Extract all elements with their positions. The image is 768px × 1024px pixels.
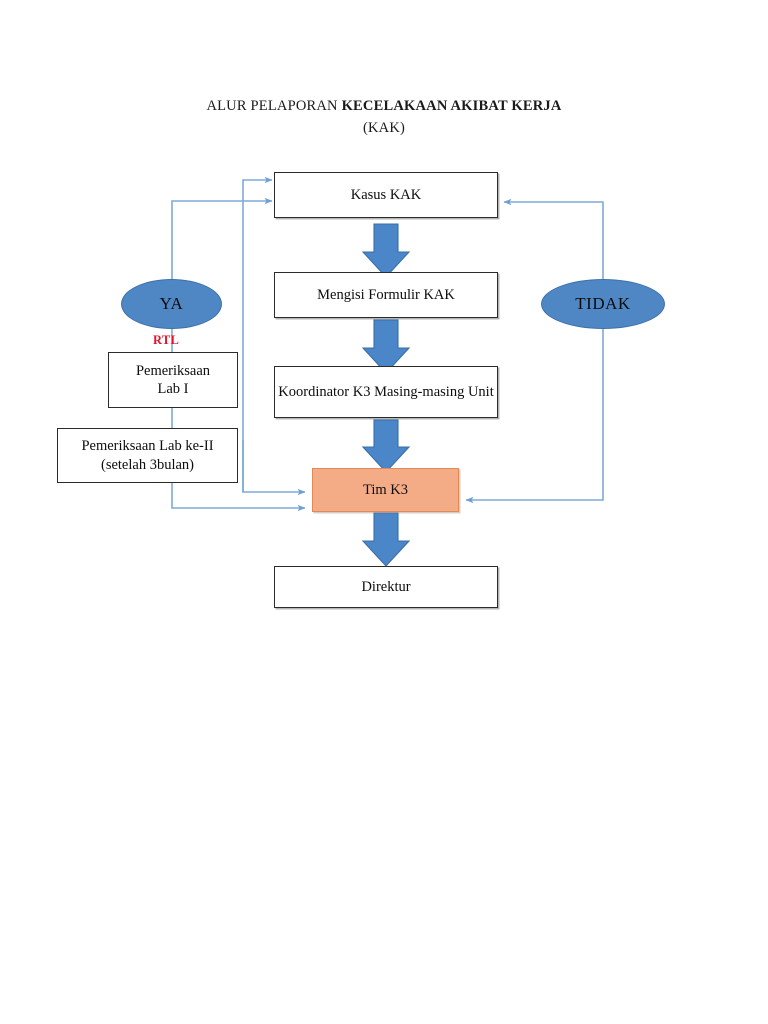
page-title-emphasis: KECELAKAAN AKIBAT KERJA: [341, 98, 562, 114]
node-pemeriksaan-lab-2-line-1: Pemeriksaan Lab ke-II: [81, 438, 214, 455]
page-subtitle: (KAK): [362, 120, 406, 136]
node-ya-decision[interactable]: YA: [121, 279, 222, 329]
node-koordinator-k3[interactable]: Koordinator K3 Masing-masing Unit: [274, 366, 498, 418]
block-arrow-timk3-to-direktur: [361, 512, 411, 567]
node-tim-k3[interactable]: Tim K3: [312, 468, 459, 512]
node-tidak-label: TIDAK: [575, 294, 631, 314]
node-kasus-kak[interactable]: Kasus KAK: [274, 172, 498, 218]
node-direktur[interactable]: Direktur: [274, 566, 498, 608]
node-pemeriksaan-lab-2-line-2: (setelah 3bulan): [100, 456, 194, 473]
page-title: ALUR PELAPORAN KECELAKAAN AKIBAT KERJA: [0, 98, 768, 115]
node-mengisi-formulir-kak-label: Mengisi Formulir KAK: [317, 286, 455, 303]
node-pemeriksaan-lab-1-line-2: Lab I: [157, 381, 189, 397]
connector-tidak-to-kasus: [503, 198, 604, 281]
connector-lab2-to-timk3: [171, 483, 306, 512]
node-direktur-label: Direktur: [361, 578, 411, 595]
node-pemeriksaan-lab-1-line-1: Pemeriksaan: [135, 362, 211, 379]
block-arrow-kasus-to-formulir: [361, 223, 411, 278]
connector-vertical-to-timk3: [242, 440, 306, 496]
node-koordinator-k3-label: Koordinator K3 Masing-masing Unit: [278, 383, 494, 400]
node-tim-k3-label: Tim K3: [362, 481, 408, 498]
node-tidak-decision[interactable]: TIDAK: [541, 279, 665, 329]
node-pemeriksaan-lab-2[interactable]: Pemeriksaan Lab ke-II (setelah 3bulan): [57, 428, 238, 483]
node-pemeriksaan-lab-1[interactable]: Pemeriksaan Lab I: [108, 352, 238, 408]
node-mengisi-formulir-kak[interactable]: Mengisi Formulir KAK: [274, 272, 498, 318]
connector-ya-to-kasus: [171, 197, 273, 281]
page-title-prefix: ALUR PELAPORAN: [206, 98, 342, 114]
block-arrow-koordinator-to-timk3: [361, 419, 411, 473]
node-ya-label: YA: [159, 294, 184, 314]
node-kasus-kak-label: Kasus KAK: [350, 186, 422, 203]
edge-label-rtl: RTL: [153, 333, 180, 347]
connector-timk3-to-kasus-upper: [242, 176, 273, 492]
